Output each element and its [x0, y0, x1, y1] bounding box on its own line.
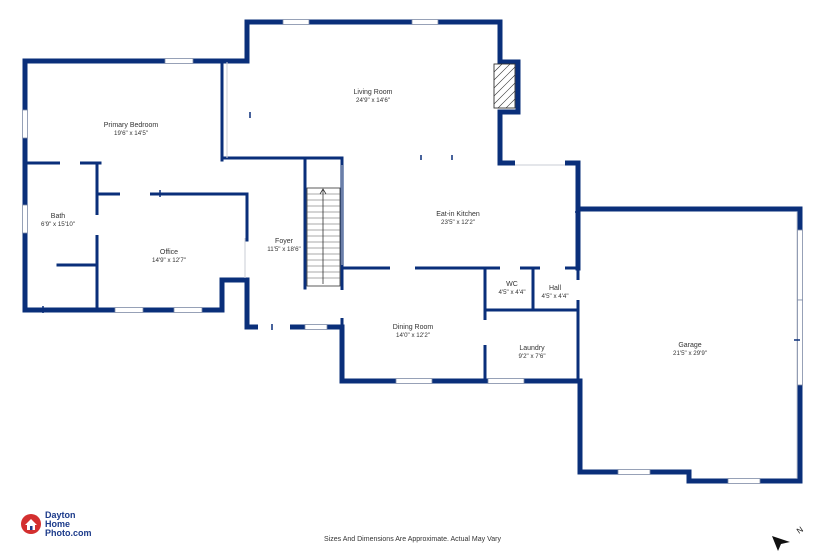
bath-name: Bath — [51, 213, 66, 220]
wc-dim: 4'5" x 4'4" — [498, 289, 525, 296]
logo-line-1: Dayton — [45, 510, 76, 520]
footer-disclaimer: Sizes And Dimensions Are Approximate. Ac… — [324, 536, 501, 543]
fireplace-icon — [493, 63, 516, 109]
wc-name: WC — [506, 281, 518, 288]
living-room-dim: 24'9" x 14'6" — [356, 97, 390, 104]
kitchen-dim: 23'5" x 12'2" — [441, 219, 475, 226]
exterior-walls — [22, 19, 803, 484]
primary-bedroom-dim: 19'6" x 14'5" — [114, 130, 148, 137]
windows — [22, 19, 803, 484]
room-labels: Living Room 24'9" x 14'6" Eat-in Kitchen… — [41, 89, 707, 360]
office-name: Office — [160, 249, 178, 256]
primary-bedroom-name: Primary Bedroom — [104, 122, 159, 129]
logo-line-3: Photo.com — [45, 528, 92, 538]
stairs — [306, 187, 341, 287]
office-dim: 14'9" x 12'7" — [152, 257, 186, 264]
door-openings — [60, 159, 582, 345]
garage-name: Garage — [678, 342, 701, 349]
hall-dim: 4'5" x 4'4" — [541, 293, 568, 300]
garage-dim: 21'5" x 29'9" — [673, 350, 707, 357]
north-arrow-icon: N — [772, 525, 805, 551]
logo-line-2: Home — [45, 519, 71, 529]
interior-walls — [23, 59, 580, 383]
north-label: N — [795, 525, 805, 536]
dining-room-dim: 14'0" x 12'2" — [396, 332, 430, 339]
bath-dim: 6'9" x 15'10" — [41, 221, 75, 228]
hall-name: Hall — [549, 285, 562, 292]
fixture-lines — [226, 62, 798, 478]
house-logo-icon — [21, 514, 41, 534]
wall-ticks — [42, 112, 800, 341]
laundry-dim: 9'2" x 7'6" — [518, 353, 545, 360]
company-logo[interactable]: Dayton Home Photo.com — [20, 511, 130, 539]
dining-room-name: Dining Room — [393, 324, 434, 331]
living-room-name: Living Room — [354, 89, 393, 96]
kitchen-name: Eat-in Kitchen — [436, 211, 480, 218]
laundry-name: Laundry — [519, 345, 545, 352]
foyer-name: Foyer — [275, 238, 294, 245]
foyer-dim: 11'5" x 18'6" — [267, 246, 300, 253]
